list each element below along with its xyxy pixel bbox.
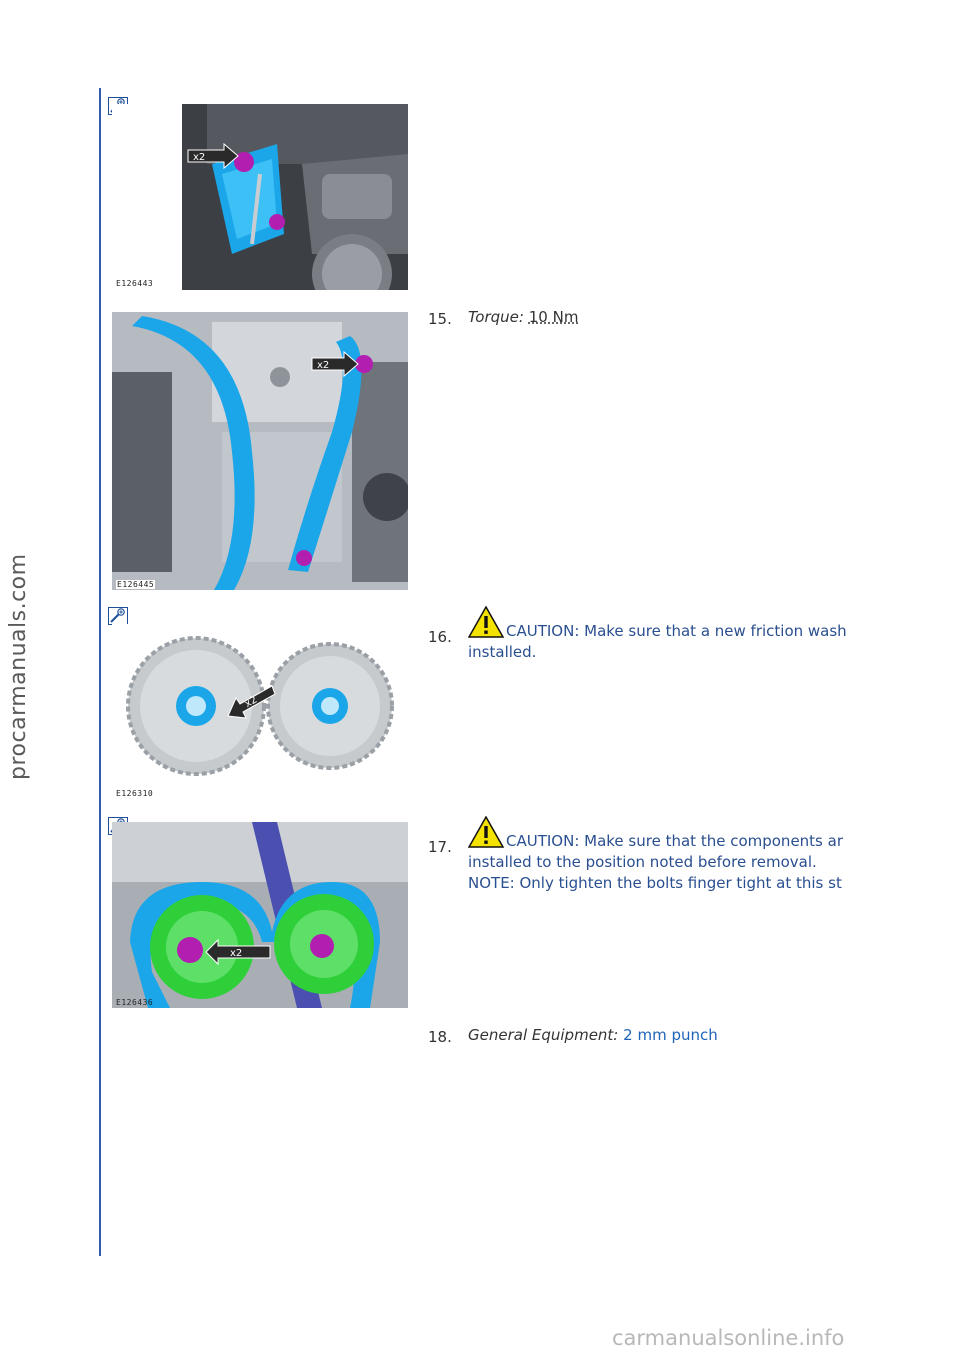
figure-label: E126310 [116,789,154,798]
figure-chain-tensioner: x2 E126443 [112,104,408,290]
warning-icon [468,606,504,638]
figure-camshaft-sprockets: x2 E126436 [112,822,408,1008]
figure-label: E126436 [116,998,154,1007]
caution-text: CAUTION: Make sure that a new friction w… [506,622,847,640]
step-number: 18. [428,1028,452,1046]
torque-label: Torque: [468,308,524,326]
caution-text-line2: installed to the position noted before r… [468,853,817,871]
step-number: 15. [428,310,452,328]
callout-x2: x2 [193,152,205,163]
step-15-text: Torque: 10 Nm [468,307,872,328]
caution-text: CAUTION: Make sure that the components a… [506,832,844,850]
figure-label: E126445 [116,580,156,589]
zoom-icon[interactable] [108,607,128,625]
figure-chain-guides: x2 E126445 [112,312,408,590]
step-17-text: CAUTION: Make sure that the components a… [468,816,872,898]
figure-sprockets: x2 E126310 [112,624,408,802]
step-number: 16. [428,628,452,646]
warning-icon [468,816,504,848]
figure-label: E126443 [116,279,154,288]
bottom-watermark: carmanualsonline.info [612,1326,845,1350]
equipment-link[interactable]: 2 mm punch [623,1026,718,1044]
step-number: 17. [428,838,452,856]
callout-x2: x2 [230,948,242,959]
step-18-text: General Equipment: 2 mm punch [468,1025,872,1046]
equipment-label: General Equipment: [468,1026,619,1044]
note-text: NOTE: Only tighten the bolts finger tigh… [468,874,842,892]
left-margin-rule [99,88,101,1256]
step-16-text: CAUTION: Make sure that a new friction w… [468,606,872,666]
callout-x2: x2 [317,360,329,371]
callout-x2: x2 [243,694,259,710]
caution-text-line2: installed. [468,643,537,661]
torque-value-link[interactable]: 10 Nm [528,308,579,326]
